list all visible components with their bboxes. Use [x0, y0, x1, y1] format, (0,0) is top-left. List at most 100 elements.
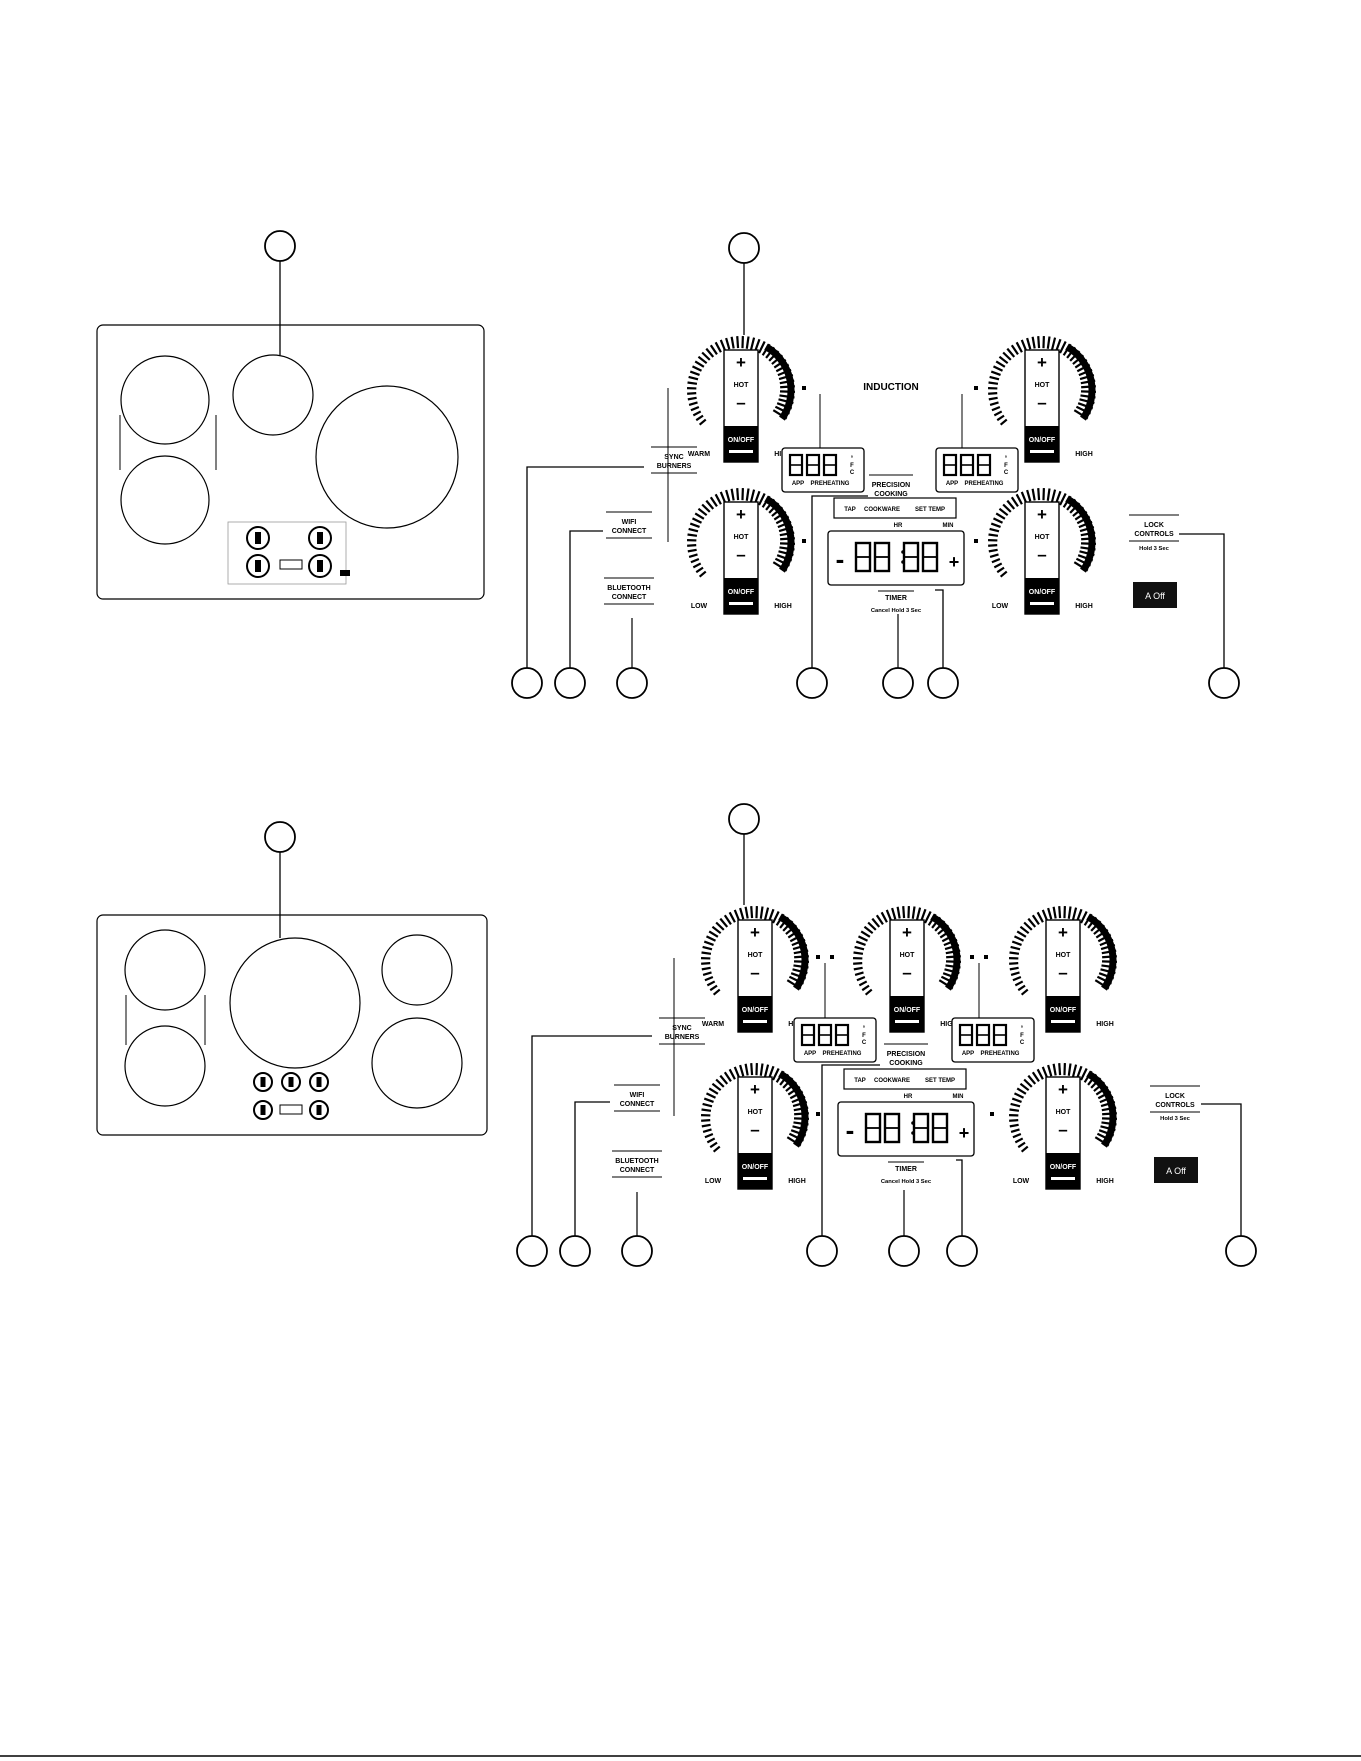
- on-off-label: ON/OFF: [1029, 589, 1056, 596]
- knob-tick: [853, 951, 864, 955]
- cancel-label: Cancel Hold 3 Sec: [881, 1179, 932, 1185]
- knob-tick: [1002, 351, 1012, 361]
- knob-tick: [911, 906, 916, 919]
- knob-tick: [705, 1092, 716, 1099]
- knob-tick: [1026, 337, 1032, 350]
- knob-tick: [924, 910, 932, 924]
- burner-left-front: [120, 455, 210, 545]
- leader-line: [526, 466, 644, 668]
- mini-knob: [281, 1072, 301, 1092]
- knob-tick: [730, 336, 735, 349]
- knob-tick: [1050, 489, 1057, 503]
- knob-tick: [1015, 341, 1023, 353]
- colon-dot: [911, 1121, 915, 1125]
- indicator-dot: [974, 539, 978, 543]
- knob-tick: [1016, 930, 1027, 938]
- mini-knob-slot: [255, 532, 261, 544]
- knob-tick: [989, 527, 1000, 533]
- knob-tick: [733, 1066, 741, 1078]
- knob-tick: [1010, 971, 1020, 976]
- knob-min-label: WARM: [702, 1021, 724, 1028]
- knob-tick: [1080, 910, 1088, 924]
- knob-tick: [692, 410, 702, 417]
- label-line-1: LOCK: [1144, 522, 1164, 529]
- knob-tick: [709, 344, 718, 355]
- hr-label: HR: [904, 1094, 913, 1100]
- timer-label: TIMER: [885, 595, 907, 602]
- knob-tick: [749, 337, 756, 351]
- mini-timer: [279, 559, 303, 570]
- knob-arc: [778, 913, 809, 991]
- cooktop-outline: [96, 914, 488, 1136]
- knob-tick: [712, 1145, 721, 1153]
- knob-tick: [1055, 338, 1062, 352]
- on-off-indicator: [743, 1177, 767, 1180]
- set-temp-label: SET TEMP: [915, 507, 945, 513]
- knob-tick: [1009, 966, 1019, 971]
- hot-label: HOT: [734, 382, 750, 389]
- knob-tick: [687, 396, 697, 401]
- preheating-label: PREHEATING: [965, 481, 1004, 487]
- knob-tick: [759, 1063, 764, 1076]
- knob-tick: [687, 533, 698, 537]
- hot-label: HOT: [734, 534, 750, 541]
- label-line-2: COOKING: [889, 1060, 923, 1067]
- hold-label: Hold 3 Sec: [1139, 546, 1169, 552]
- leader-line: [1179, 533, 1225, 668]
- knob-tick: [989, 375, 1000, 381]
- indicator-dot: [802, 386, 806, 390]
- hot-label: HOT: [748, 952, 764, 959]
- knob-tick: [993, 410, 1003, 417]
- knob-tick: [704, 976, 714, 982]
- knob-tick: [856, 976, 866, 982]
- knob-tick: [706, 1137, 716, 1144]
- knob-tick: [885, 909, 893, 921]
- knob-tick: [857, 935, 868, 942]
- mini-knob-slot: [260, 1077, 266, 1087]
- knob-tick: [695, 414, 704, 422]
- knob-tick: [725, 337, 731, 350]
- knob-tick: [714, 341, 722, 353]
- knob-arc: [930, 913, 961, 991]
- knob-tick: [723, 914, 732, 925]
- knob-tick: [688, 527, 699, 533]
- on-off-label: ON/OFF: [1029, 437, 1056, 444]
- knob-tick: [1011, 1097, 1022, 1103]
- knob-tick: [1010, 1128, 1020, 1133]
- knob-tick: [1010, 344, 1019, 355]
- knob-tick: [1031, 914, 1040, 925]
- knob-tick: [992, 365, 1003, 372]
- callout-sync: [511, 667, 543, 699]
- colon-dot: [901, 550, 905, 554]
- knob-tick: [736, 488, 740, 501]
- knob-tick: [754, 490, 761, 504]
- auto-off-label: A Off: [1166, 1166, 1186, 1176]
- knob-arc: [1086, 913, 1117, 991]
- knob-tick: [992, 517, 1003, 524]
- hr-label: HR: [894, 523, 903, 529]
- knob-tick: [1020, 1145, 1029, 1153]
- on-off-label: ON/OFF: [742, 1164, 769, 1171]
- sync-burners-label: SYNC BURNERS: [651, 446, 697, 474]
- knob-max-label: HIGH: [788, 1178, 806, 1185]
- knob-left-rear: +HOT–ON/OFFWARMHIGH: [686, 335, 796, 463]
- knob-min-label: LOW: [705, 1178, 722, 1185]
- knob-tick: [719, 917, 729, 928]
- label-line-2: BURNERS: [657, 463, 692, 470]
- knob-tick: [1020, 491, 1028, 503]
- knob-tick: [988, 381, 999, 385]
- knob-tick: [864, 988, 873, 996]
- label-line-1: SYNC: [664, 454, 683, 461]
- knob-tick: [701, 966, 711, 971]
- knob-tick: [745, 336, 750, 349]
- label-line-1: WIFI: [622, 519, 637, 526]
- hot-label: HOT: [1056, 952, 1072, 959]
- knob-max-label: HIGH: [1075, 603, 1093, 610]
- knob-tick: [744, 906, 749, 919]
- mini-knob-slot: [317, 560, 323, 572]
